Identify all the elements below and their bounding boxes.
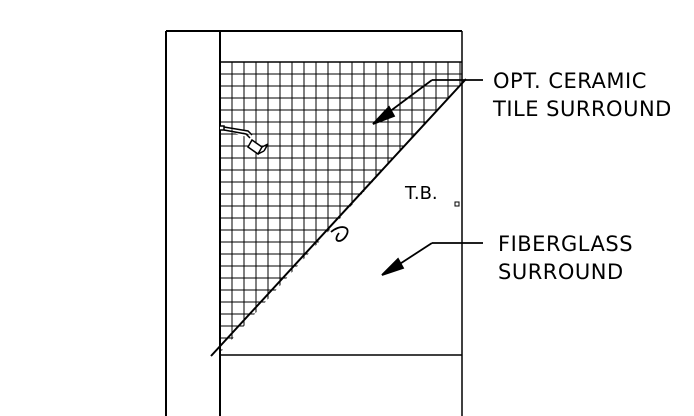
tile-label-line1: OPT. CERAMIC	[493, 69, 647, 93]
tb-label: T.B.	[404, 183, 438, 204]
break-line-icon	[330, 226, 349, 242]
fiberglass-label-line2: SURROUND	[498, 260, 624, 284]
shower-head-icon	[220, 125, 269, 156]
ceramic-tile-grid	[220, 62, 462, 355]
fiberglass-leader	[381, 242, 483, 276]
tile-leader	[372, 79, 483, 125]
enclosure-frame	[220, 30, 463, 416]
fiberglass-label-line1: FIBERGLASS	[498, 232, 633, 256]
left-wall	[165, 30, 221, 416]
tile-fiberglass-divider	[210, 78, 467, 357]
tile-label-line2: TILE SURROUND	[492, 97, 672, 121]
tb-marker	[454, 201, 460, 207]
